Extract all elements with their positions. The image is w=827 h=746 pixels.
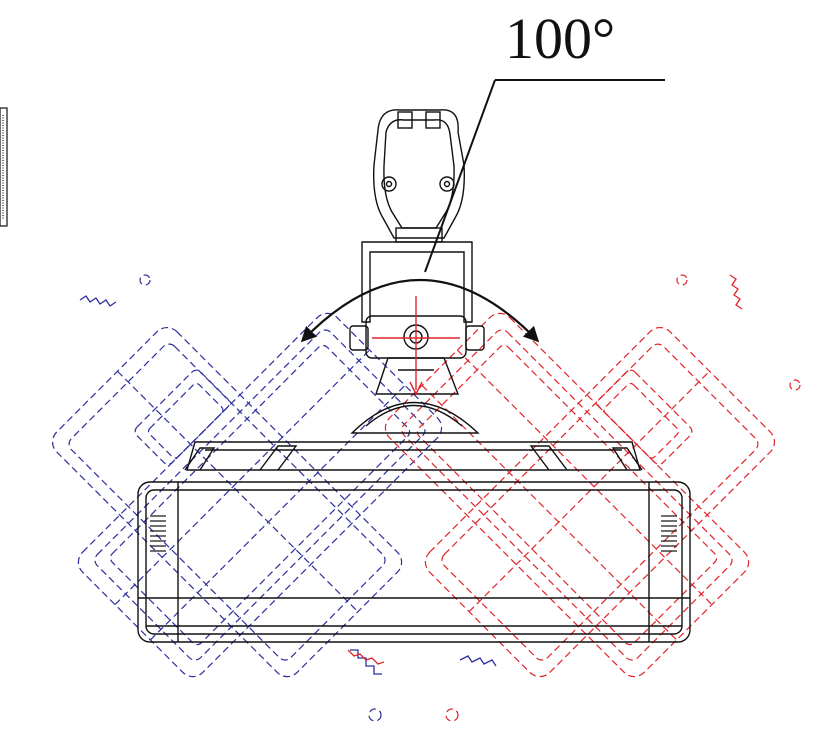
pivot-center-marker	[372, 296, 460, 396]
edge-fragment	[0, 107, 8, 227]
projector-body	[137, 401, 691, 643]
rotation-arrow-icon	[300, 278, 540, 343]
angle-label: 100°	[505, 6, 615, 71]
angle-leader-line	[424, 79, 665, 273]
